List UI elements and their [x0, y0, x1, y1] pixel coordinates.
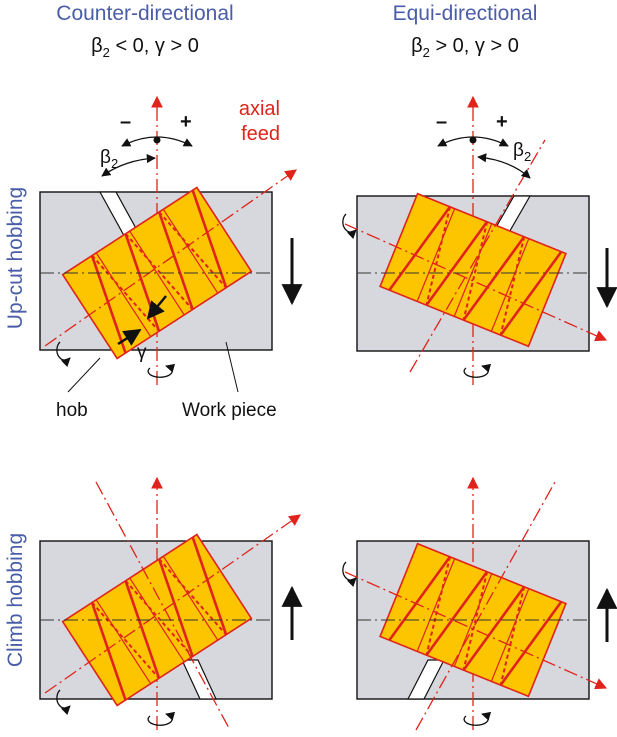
- panel-counter-climb: [39, 476, 303, 731]
- hob-label: hob: [56, 400, 88, 421]
- hob: [379, 192, 567, 348]
- beta-label: β2: [513, 140, 531, 164]
- hob-rotation-icon: [342, 213, 357, 239]
- beta-label: β2: [100, 147, 118, 171]
- row-label-climb-hobbing: Climb hobbing: [4, 533, 27, 667]
- rotation-arc-arrow: [437, 136, 509, 147]
- beta-angle-arc: [101, 154, 156, 177]
- panel-equi-upcut: – + β2: [342, 95, 617, 385]
- column-title-counter-directional: Counter-directional: [56, 2, 233, 25]
- workpiece-rotation-icon: [463, 711, 492, 726]
- workpiece-rotation-icon: [147, 363, 176, 378]
- condition-equi-directional: β2 > 0, γ > 0: [411, 35, 519, 60]
- condition-counter-directional: β2 < 0, γ > 0: [91, 35, 199, 60]
- minus-sign: –: [436, 111, 447, 133]
- hob-rotation-icon: [342, 561, 357, 587]
- hob-axis-arrow: [44, 169, 297, 347]
- beta-angle-arc: [477, 153, 531, 179]
- gamma-arrow-2: [146, 295, 167, 320]
- panel-counter-upcut: – + β2 axial feed γ hob Work piece: [39, 95, 303, 421]
- work-piece-leader-line: [225, 341, 239, 393]
- work-piece-label: Work piece: [182, 400, 277, 421]
- rotation-arc-arrow: [121, 136, 193, 147]
- secondary-axis: [409, 139, 546, 373]
- hob-rotation-icon: [56, 689, 71, 715]
- axial-feed-label-1: axial: [239, 98, 280, 120]
- hob-axis-arrow: [44, 514, 301, 694]
- gamma-arrow-1: [117, 328, 142, 346]
- column-title-equi-directional: Equi-directional: [393, 2, 538, 25]
- gamma-label: γ: [137, 342, 147, 363]
- row-label-up-cut-hobbing: Up-cut hobbing: [4, 187, 27, 329]
- axial-feed-label-2: feed: [241, 123, 280, 145]
- secondary-axis: [95, 481, 231, 731]
- panel-equi-climb: [342, 476, 617, 731]
- hob-rotation-icon: [56, 341, 71, 367]
- plus-sign: +: [496, 111, 508, 133]
- workpiece-rotation-icon: [147, 711, 176, 726]
- plus-sign: +: [180, 111, 192, 133]
- minus-sign: –: [120, 111, 131, 133]
- hob-leader-line: [67, 357, 101, 393]
- workpiece-rotation-icon: [463, 363, 492, 378]
- hob: [61, 533, 253, 707]
